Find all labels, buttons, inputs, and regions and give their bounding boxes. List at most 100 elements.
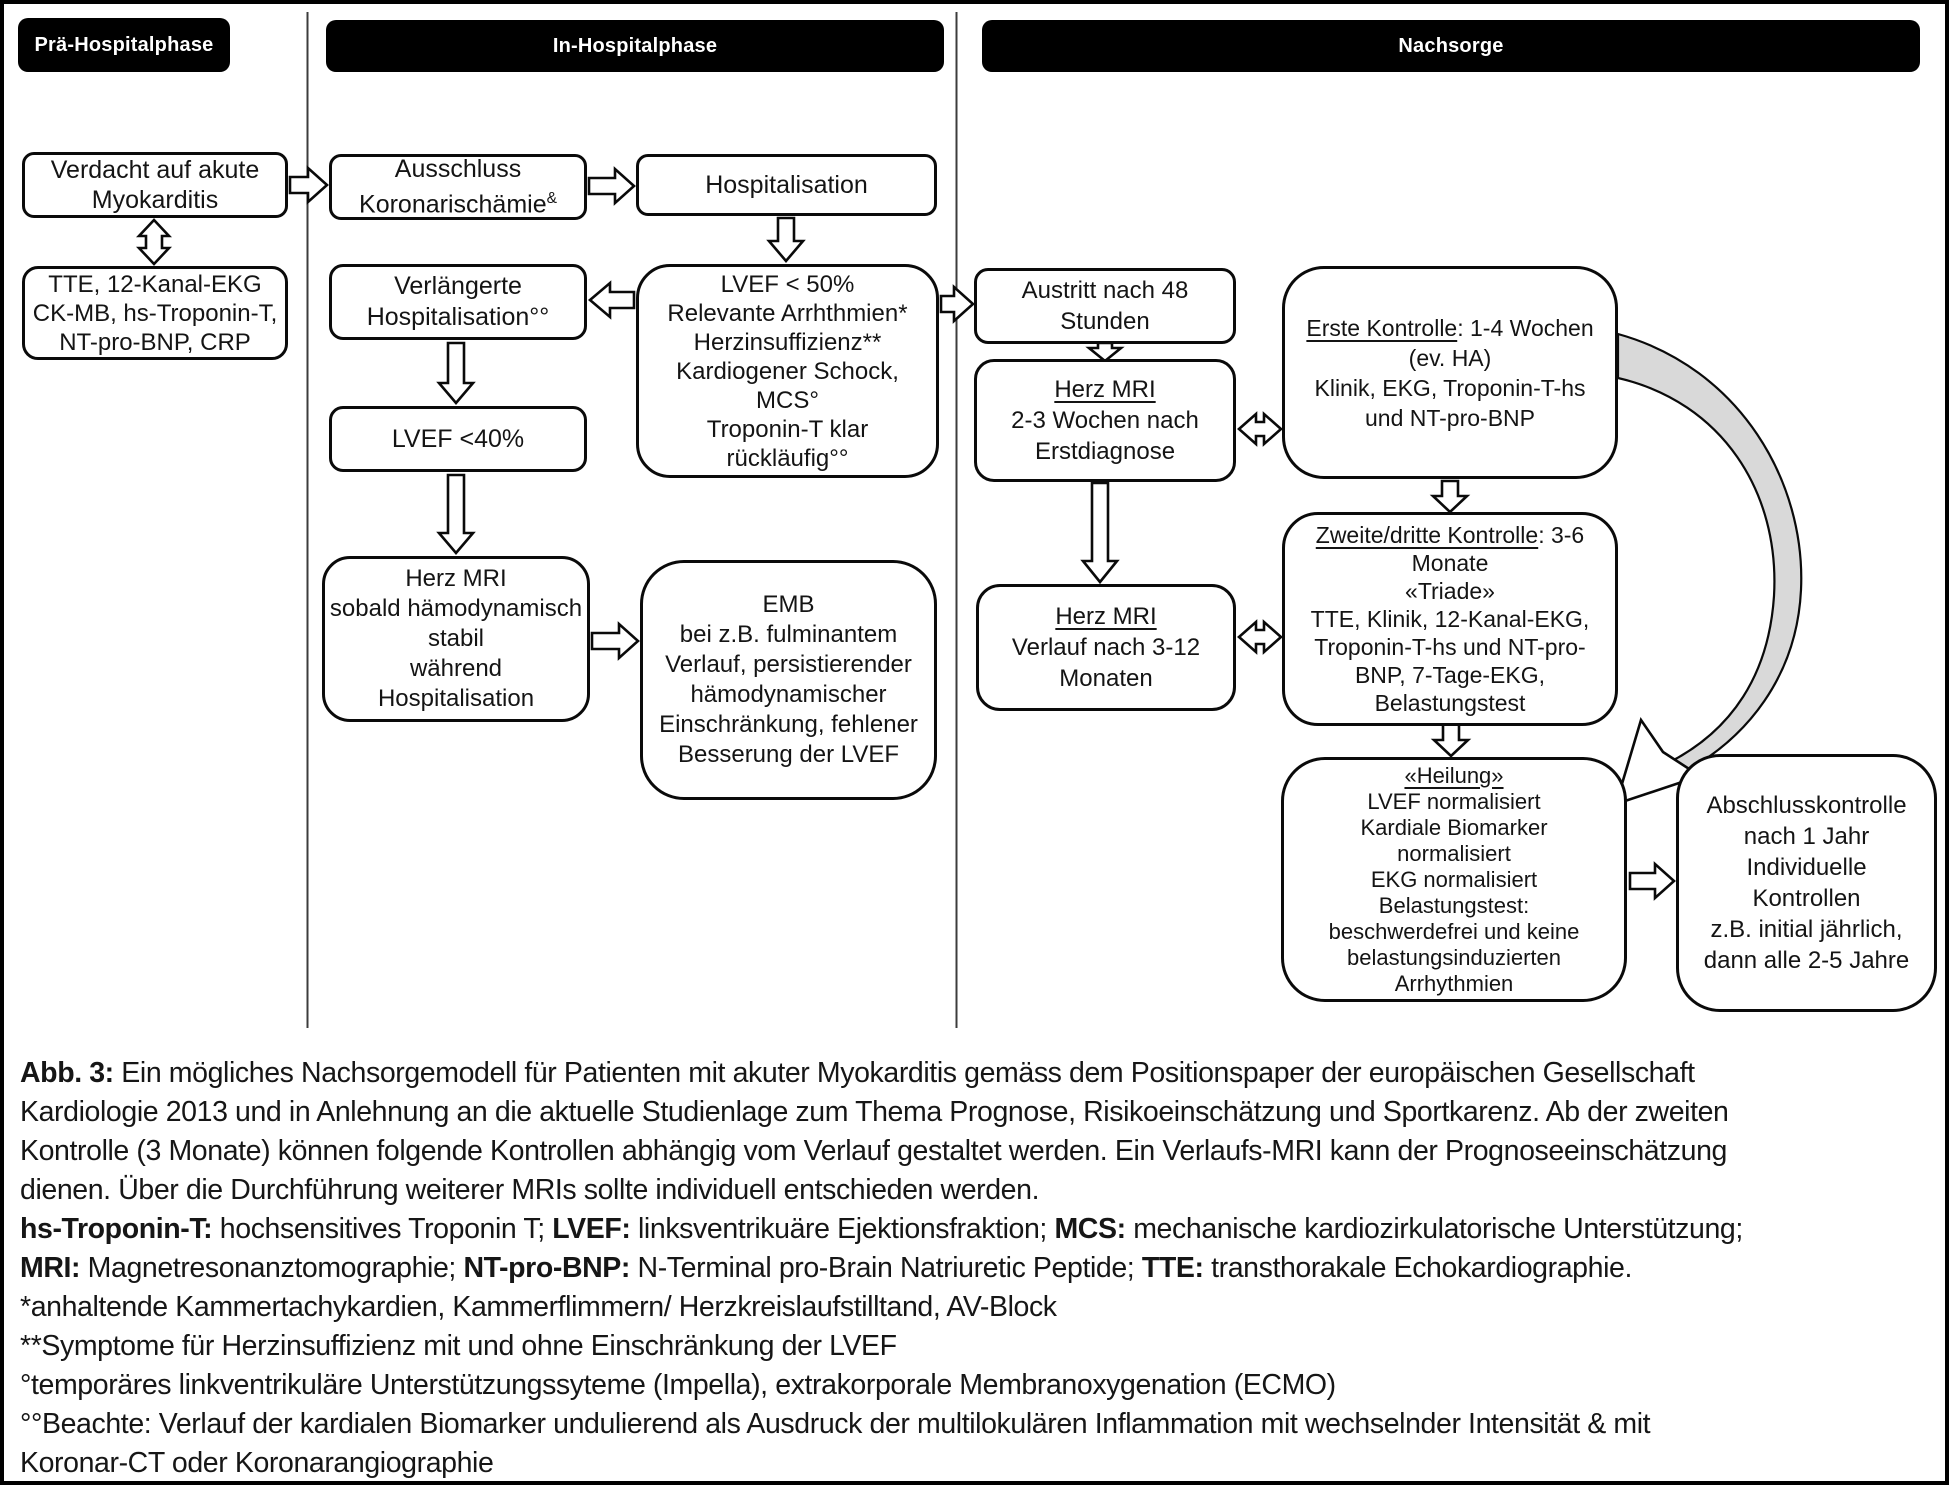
text-line: MCS° bbox=[756, 386, 819, 414]
text-line: Verdacht auf akute bbox=[50, 156, 260, 184]
phase-header-nachsorge-label: Nachsorge bbox=[1398, 34, 1504, 57]
text-line: *anhaltende Kammertachykardien, Kammerfl… bbox=[20, 1291, 1057, 1323]
box-lvef40: LVEF <40% bbox=[329, 406, 587, 472]
text-line: °temporäres linkventrikuläre Unterstützu… bbox=[20, 1369, 1336, 1401]
box-herz-mri-hospitalisation: Herz MRI sobald hämodynamisch stabil währen… bbox=[322, 556, 590, 722]
text-line: LVEF normalisiert bbox=[1367, 788, 1541, 814]
text-line: Kardiale Biomarker bbox=[1360, 814, 1548, 840]
curved-feedback-arrow bbox=[1616, 332, 1803, 782]
arrow-verlaengerte-to-lvef40-icon bbox=[436, 341, 476, 406]
text-line: MRI: Magnetresonanztomographie; NT-pro-B… bbox=[20, 1252, 1632, 1284]
text-line: Besserung der LVEF bbox=[677, 741, 899, 768]
text-line: Verlauf, persistierender bbox=[665, 651, 912, 678]
text-line: hs-Troponin-T: hochsensitives Troponin T… bbox=[20, 1213, 1743, 1245]
text-line: «Heilung» bbox=[1404, 762, 1504, 788]
text-line: Belastungstest bbox=[1374, 690, 1526, 716]
text-line: hämodynamischer bbox=[690, 681, 887, 708]
phase-header-pre-hospital: Prä-Hospitalphase bbox=[18, 18, 230, 72]
text-line: Kardiogener Schock, bbox=[676, 357, 899, 385]
text-line: Kontrollen bbox=[1752, 885, 1861, 912]
text-line: TTE, 12-Kanal-EKG bbox=[48, 270, 262, 298]
box-lvef50-kriterien: LVEF < 50%Relevante Arrhthmien*Herzinsuf… bbox=[636, 264, 939, 478]
text-line: dienen. Über die Durchführung weiterer M… bbox=[20, 1174, 1040, 1206]
arrow-herzmri23-to-verlauf-icon bbox=[1080, 481, 1120, 585]
arrow-verdacht-to-ausschluss-icon bbox=[288, 165, 329, 205]
arrow-heilung-to-abschluss-icon bbox=[1628, 861, 1676, 901]
phase-header-in-hospital-label: In-Hospitalphase bbox=[552, 34, 718, 57]
text-line: Arrhythmien bbox=[1394, 970, 1514, 996]
text-line: Herz MRI bbox=[1054, 376, 1156, 403]
text-line: sobald hämodynamisch bbox=[329, 595, 583, 622]
phase-header-nachsorge: Nachsorge bbox=[982, 20, 1920, 72]
arrow-zweite-to-heilung-icon bbox=[1430, 722, 1472, 758]
text-line: Zweite/dritte Kontrolle: 3-6 bbox=[1315, 522, 1585, 548]
text-line: Herz MRI bbox=[405, 565, 507, 592]
figure-caption: Abb. 3: Ein mögliches Nachsorgemodell fü… bbox=[20, 1054, 1936, 1481]
arrow-ausschluss-to-hospitalisation-icon bbox=[587, 166, 636, 206]
arrow-herzmri-to-emb-icon bbox=[590, 621, 640, 661]
text-line: Belastungstest: bbox=[1378, 892, 1530, 918]
box-hospitalisation: Hospitalisation bbox=[636, 154, 937, 216]
text-line: Myokarditis bbox=[91, 186, 219, 214]
text-line: bei z.B. fulminantem bbox=[679, 621, 898, 648]
text-line: normalisiert bbox=[1397, 840, 1511, 866]
text-line: Hospitalisation bbox=[705, 171, 868, 199]
text-line: Herz MRI bbox=[1055, 603, 1157, 630]
text-line: °°Beachte: Verlauf der kardialen Biomark… bbox=[20, 1408, 1651, 1440]
text-line: Herzinsuffizienz** bbox=[693, 328, 882, 356]
text-line: Verlauf nach 3-12 bbox=[1011, 634, 1201, 661]
text-line: Erste Kontrolle: 1-4 Wochen bbox=[1306, 314, 1594, 341]
text-line: Kontrolle (3 Monate) können folgende Kon… bbox=[20, 1135, 1727, 1167]
text-line: dann alle 2-5 Jahre bbox=[1703, 947, 1910, 974]
text-line: EMB bbox=[762, 591, 815, 618]
box-erste-kontrolle: Erste Kontrolle: 1-4 Wochen(ev. HA)Klini… bbox=[1282, 266, 1618, 479]
text-line: Monaten bbox=[1059, 665, 1153, 692]
text-line: Einschränkung, fehlener bbox=[659, 711, 918, 738]
text-line: Klinik, EKG, Troponin-T-hs bbox=[1314, 374, 1586, 401]
text-line: 2-3 Wochen nach bbox=[1011, 407, 1199, 434]
text-line: Troponin-T-hs und NT-pro- bbox=[1314, 634, 1586, 660]
flow-arrows-layer bbox=[135, 12, 1803, 1028]
text-line: Ausschluss bbox=[394, 155, 522, 184]
text-line: während bbox=[409, 655, 503, 682]
phase-header-pre-hospital-label: Prä-Hospitalphase bbox=[34, 33, 214, 56]
text-line: Abschlusskontrolle bbox=[1706, 792, 1907, 819]
text-line: Individuelle bbox=[1746, 854, 1867, 881]
text-line: Hospitalisation°° bbox=[366, 303, 550, 331]
text-line: LVEF <40% bbox=[391, 425, 525, 453]
text-line: Koronar-CT oder Koronarangiographie bbox=[20, 1447, 494, 1479]
text-line: rückläufig°° bbox=[726, 444, 849, 472]
arrow-erste-to-zweite-icon bbox=[1429, 479, 1471, 514]
phase-header-in-hospital: In-Hospitalphase bbox=[326, 20, 944, 72]
text-line: Monate bbox=[1411, 550, 1489, 576]
text-line: Stunden bbox=[1060, 308, 1150, 335]
text-line: Hospitalisation bbox=[377, 685, 535, 712]
text-line: BNP, 7-Tage-EKG, bbox=[1354, 662, 1546, 688]
text-line: **Symptome für Herzinsuffizienz mit und … bbox=[20, 1330, 897, 1362]
text-line: LVEF < 50% bbox=[720, 270, 855, 298]
text-line: nach 1 Jahr bbox=[1743, 823, 1870, 850]
text-line: «Triade» bbox=[1405, 578, 1495, 604]
text-line: Relevante Arrhthmien* bbox=[667, 299, 908, 327]
text-line: z.B. initial jährlich, bbox=[1710, 916, 1903, 943]
arrow-verdacht-tte-double-vertical-icon bbox=[135, 218, 173, 266]
text-line: Kardiologie 2013 und in Anlehnung an die… bbox=[20, 1096, 1729, 1128]
arrow-lvef40-to-herzmri-icon bbox=[436, 473, 476, 556]
text-line: Erstdiagnose bbox=[1034, 438, 1176, 465]
text-line: Troponin-T klar bbox=[706, 415, 869, 443]
arrow-hospitalisation-down-icon bbox=[766, 216, 806, 264]
text-line: TTE, Klinik, 12-Kanal-EKG, bbox=[1310, 606, 1590, 632]
text-line: stabil bbox=[427, 625, 485, 652]
